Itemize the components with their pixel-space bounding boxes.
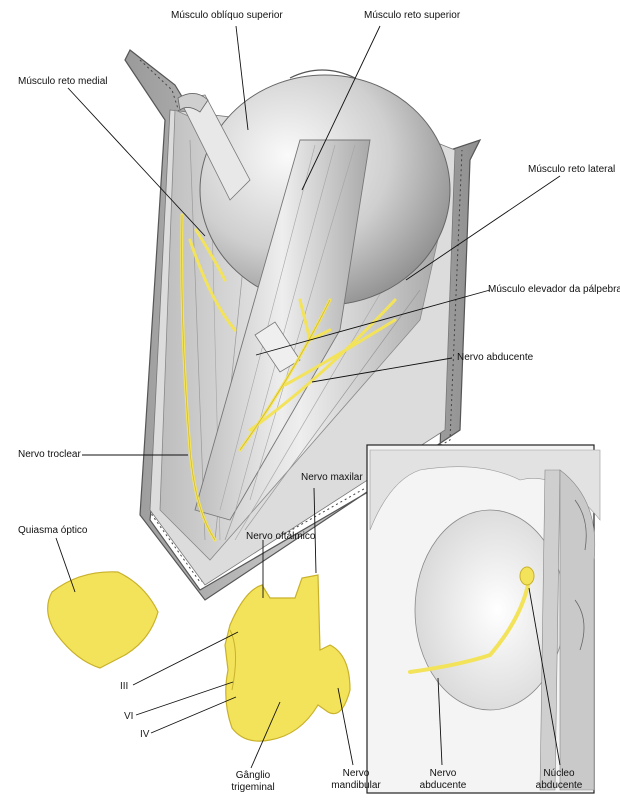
label-ophthalmic-nerve: Nervo oftálmico	[246, 531, 316, 542]
inset-nucleus-line1: Núcleo	[543, 768, 575, 779]
trigeminal-ganglion	[224, 574, 351, 742]
label-maxillary-nerve: Nervo maxilar	[301, 472, 363, 483]
mandibular-line1: Nervo	[342, 768, 370, 779]
ganglion-line2: trigeminal	[231, 782, 275, 793]
label-inset-abducens-nerve: Nervo abducente	[416, 768, 470, 792]
inset-nucleus-line2: abducente	[535, 780, 583, 791]
label-medial-rectus: Músculo reto medial	[18, 76, 108, 87]
label-mandibular-nerve: Nervo mandibular	[330, 768, 382, 792]
label-inset-abducens-nucleus: Núcleo abducente	[532, 768, 586, 792]
inset-panel	[366, 444, 601, 794]
label-superior-rectus: Músculo reto superior	[364, 10, 461, 21]
inset-nerve-line2: abducente	[419, 780, 467, 791]
label-cranial-nerve-iv: IV	[140, 729, 150, 740]
ganglion-line1: Gânglio	[235, 770, 271, 781]
optic-chiasm	[47, 571, 159, 669]
superior-rectus-muscle	[194, 139, 371, 521]
label-abducens-nerve: Nervo abducente	[457, 352, 534, 363]
mandibular-line2: mandibular	[331, 780, 381, 791]
inset-abducens-nucleus	[519, 566, 535, 586]
inset-abducens-nerve	[408, 583, 530, 674]
label-cranial-nerve-vi: VI	[124, 711, 134, 722]
label-optic-chiasm: Quiasma óptico	[18, 525, 88, 536]
label-cranial-nerve-iii: III	[120, 681, 129, 692]
cornea	[289, 69, 356, 79]
levator-muscle	[254, 321, 301, 373]
trochlea	[177, 93, 209, 113]
leader-lines	[55, 25, 561, 769]
inset-nerve-line1: Nervo	[429, 768, 457, 779]
label-trigeminal-ganglion: Gânglio trigeminal	[225, 770, 281, 794]
label-lateral-rectus: Músculo reto lateral	[528, 164, 616, 175]
label-trochlear-nerve: Nervo troclear	[18, 449, 81, 460]
label-levator: Músculo elevador da pálpebra	[488, 284, 620, 295]
label-superior-oblique: Músculo oblíquo superior	[171, 10, 283, 21]
